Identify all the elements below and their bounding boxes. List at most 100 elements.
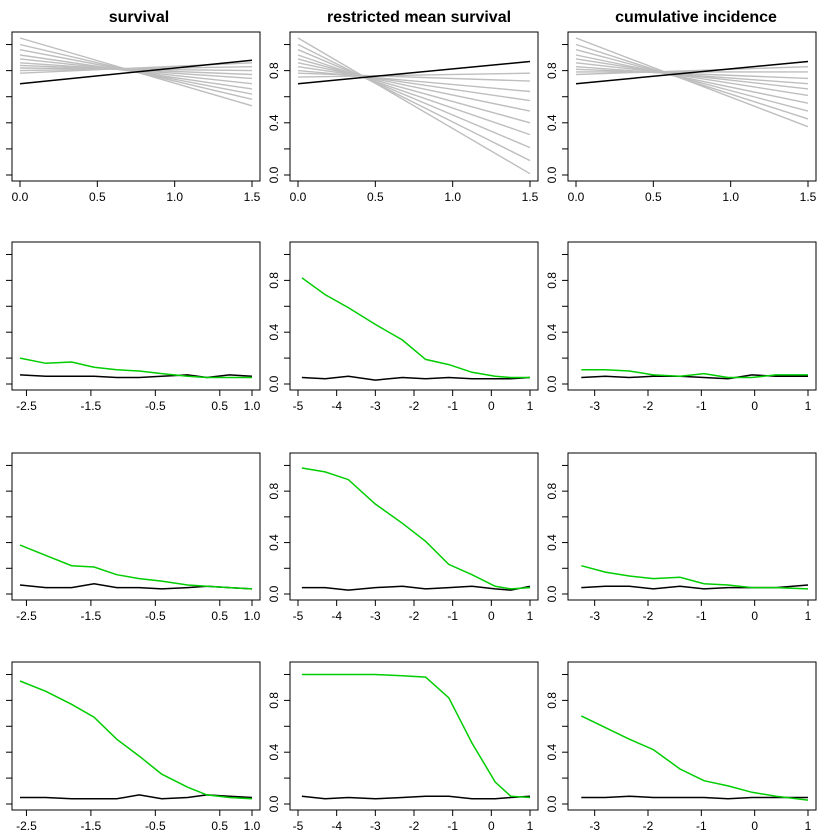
x-tick-label: 1.0 (244, 819, 261, 833)
x-tick-label: -1 (696, 399, 707, 413)
plot-frame (289, 31, 539, 182)
plot-frame (11, 241, 261, 391)
x-tick-label: 0.5 (367, 190, 384, 204)
x-tick-label: -3 (589, 819, 600, 833)
x-tick-label: 1.5 (800, 190, 817, 204)
x-tick-label: -1.5 (81, 609, 102, 623)
x-tick-label: 1 (527, 399, 534, 413)
series-line-black-10 (19, 59, 253, 85)
x-tick-label: -4 (331, 819, 342, 833)
series-line-green-0 (19, 544, 253, 590)
series-line-grey-8 (297, 72, 531, 82)
x-tick-label: -1.5 (81, 819, 102, 833)
series-line-grey-2 (297, 49, 531, 149)
plot-frame (11, 31, 261, 182)
x-tick-label: -5 (293, 399, 304, 413)
plot-frame (11, 661, 261, 811)
x-tick-label: -2 (643, 819, 654, 833)
series-line-grey-5 (297, 62, 531, 112)
x-tick-label: 0.0 (568, 190, 585, 204)
series-line-green-0 (581, 369, 808, 379)
series-line-green-0 (301, 467, 531, 590)
x-tick-label: -2 (643, 609, 654, 623)
x-tick-label: -1 (696, 819, 707, 833)
x-tick-label: -2.5 (16, 609, 37, 623)
plot-frame (567, 241, 817, 391)
x-tick-label: -0.5 (145, 399, 166, 413)
x-tick-label: -3 (589, 399, 600, 413)
x-tick-label: -1 (696, 609, 707, 623)
series-line-grey-9 (575, 66, 809, 76)
x-tick-label: -3 (370, 399, 381, 413)
x-tick-label: -2 (409, 399, 420, 413)
plot-frame (567, 452, 817, 601)
x-tick-label: 0.5 (211, 819, 228, 833)
x-tick-label: -2.5 (16, 819, 37, 833)
y-tick-label: 0.8 (267, 482, 281, 499)
series-line-grey-9 (297, 72, 531, 78)
y-tick-label: 0.8 (545, 62, 559, 79)
plot-frame (567, 661, 817, 811)
y-tick-label: 0.8 (267, 692, 281, 709)
x-tick-label: -0.5 (145, 819, 166, 833)
x-tick-label: -1.5 (81, 399, 102, 413)
panel-r3-c0: -2.5 -1.5 -0.5 0.5 1.0 (6, 661, 261, 833)
y-tick-label: 0.0 (545, 795, 559, 812)
x-tick-label: -4 (331, 609, 342, 623)
x-tick-label: 0 (751, 609, 758, 623)
y-tick-label: 0.4 (545, 534, 559, 551)
x-tick-label: 1.0 (722, 190, 739, 204)
x-tick-label: 1.5 (244, 190, 261, 204)
x-tick-label: 1.0 (444, 190, 461, 204)
plot-frame (567, 31, 817, 182)
y-tick-label: 0.4 (267, 114, 281, 131)
y-tick-label: 0.8 (267, 62, 281, 79)
x-tick-label: 0 (488, 609, 495, 623)
y-tick-label: 0.4 (267, 534, 281, 551)
x-tick-label: 1 (805, 819, 812, 833)
x-tick-label: -2 (409, 819, 420, 833)
series-line-grey-2 (575, 49, 809, 112)
y-tick-label: 0.8 (545, 692, 559, 709)
x-tick-label: 0.0 (290, 190, 307, 204)
series-line-black-1 (301, 585, 531, 591)
series-line-black-10 (297, 60, 531, 85)
y-tick-label: 0.4 (267, 744, 281, 761)
x-tick-label: -3 (370, 819, 381, 833)
y-tick-label: 0.0 (267, 166, 281, 183)
x-tick-label: -2.5 (16, 399, 37, 413)
y-tick-label: 0.8 (545, 272, 559, 289)
series-line-grey-3 (297, 54, 531, 136)
series-line-green-0 (19, 357, 252, 379)
x-tick-label: 1.0 (244, 609, 261, 623)
series-line-black-10 (575, 60, 809, 85)
column-title-cumulative-incidence: cumulative incidence (615, 9, 777, 26)
x-tick-label: -3 (589, 609, 600, 623)
series-line-black-1 (581, 795, 808, 800)
y-tick-label: 0.0 (545, 585, 559, 602)
x-tick-label: 1 (527, 819, 534, 833)
x-tick-label: -1 (447, 609, 458, 623)
plot-frame (289, 241, 539, 391)
series-line-black-1 (19, 374, 253, 379)
series-line-grey-4 (297, 58, 531, 124)
x-tick-label: -5 (293, 609, 304, 623)
y-tick-label: 0.0 (545, 375, 559, 392)
x-tick-label: 0.5 (89, 190, 106, 204)
x-tick-label: -4 (331, 399, 342, 413)
series-line-green-0 (301, 673, 531, 799)
x-tick-label: 1 (805, 399, 812, 413)
y-tick-label: 0.0 (267, 585, 281, 602)
x-tick-label: 1.0 (166, 190, 183, 204)
series-line-grey-4 (575, 58, 809, 97)
